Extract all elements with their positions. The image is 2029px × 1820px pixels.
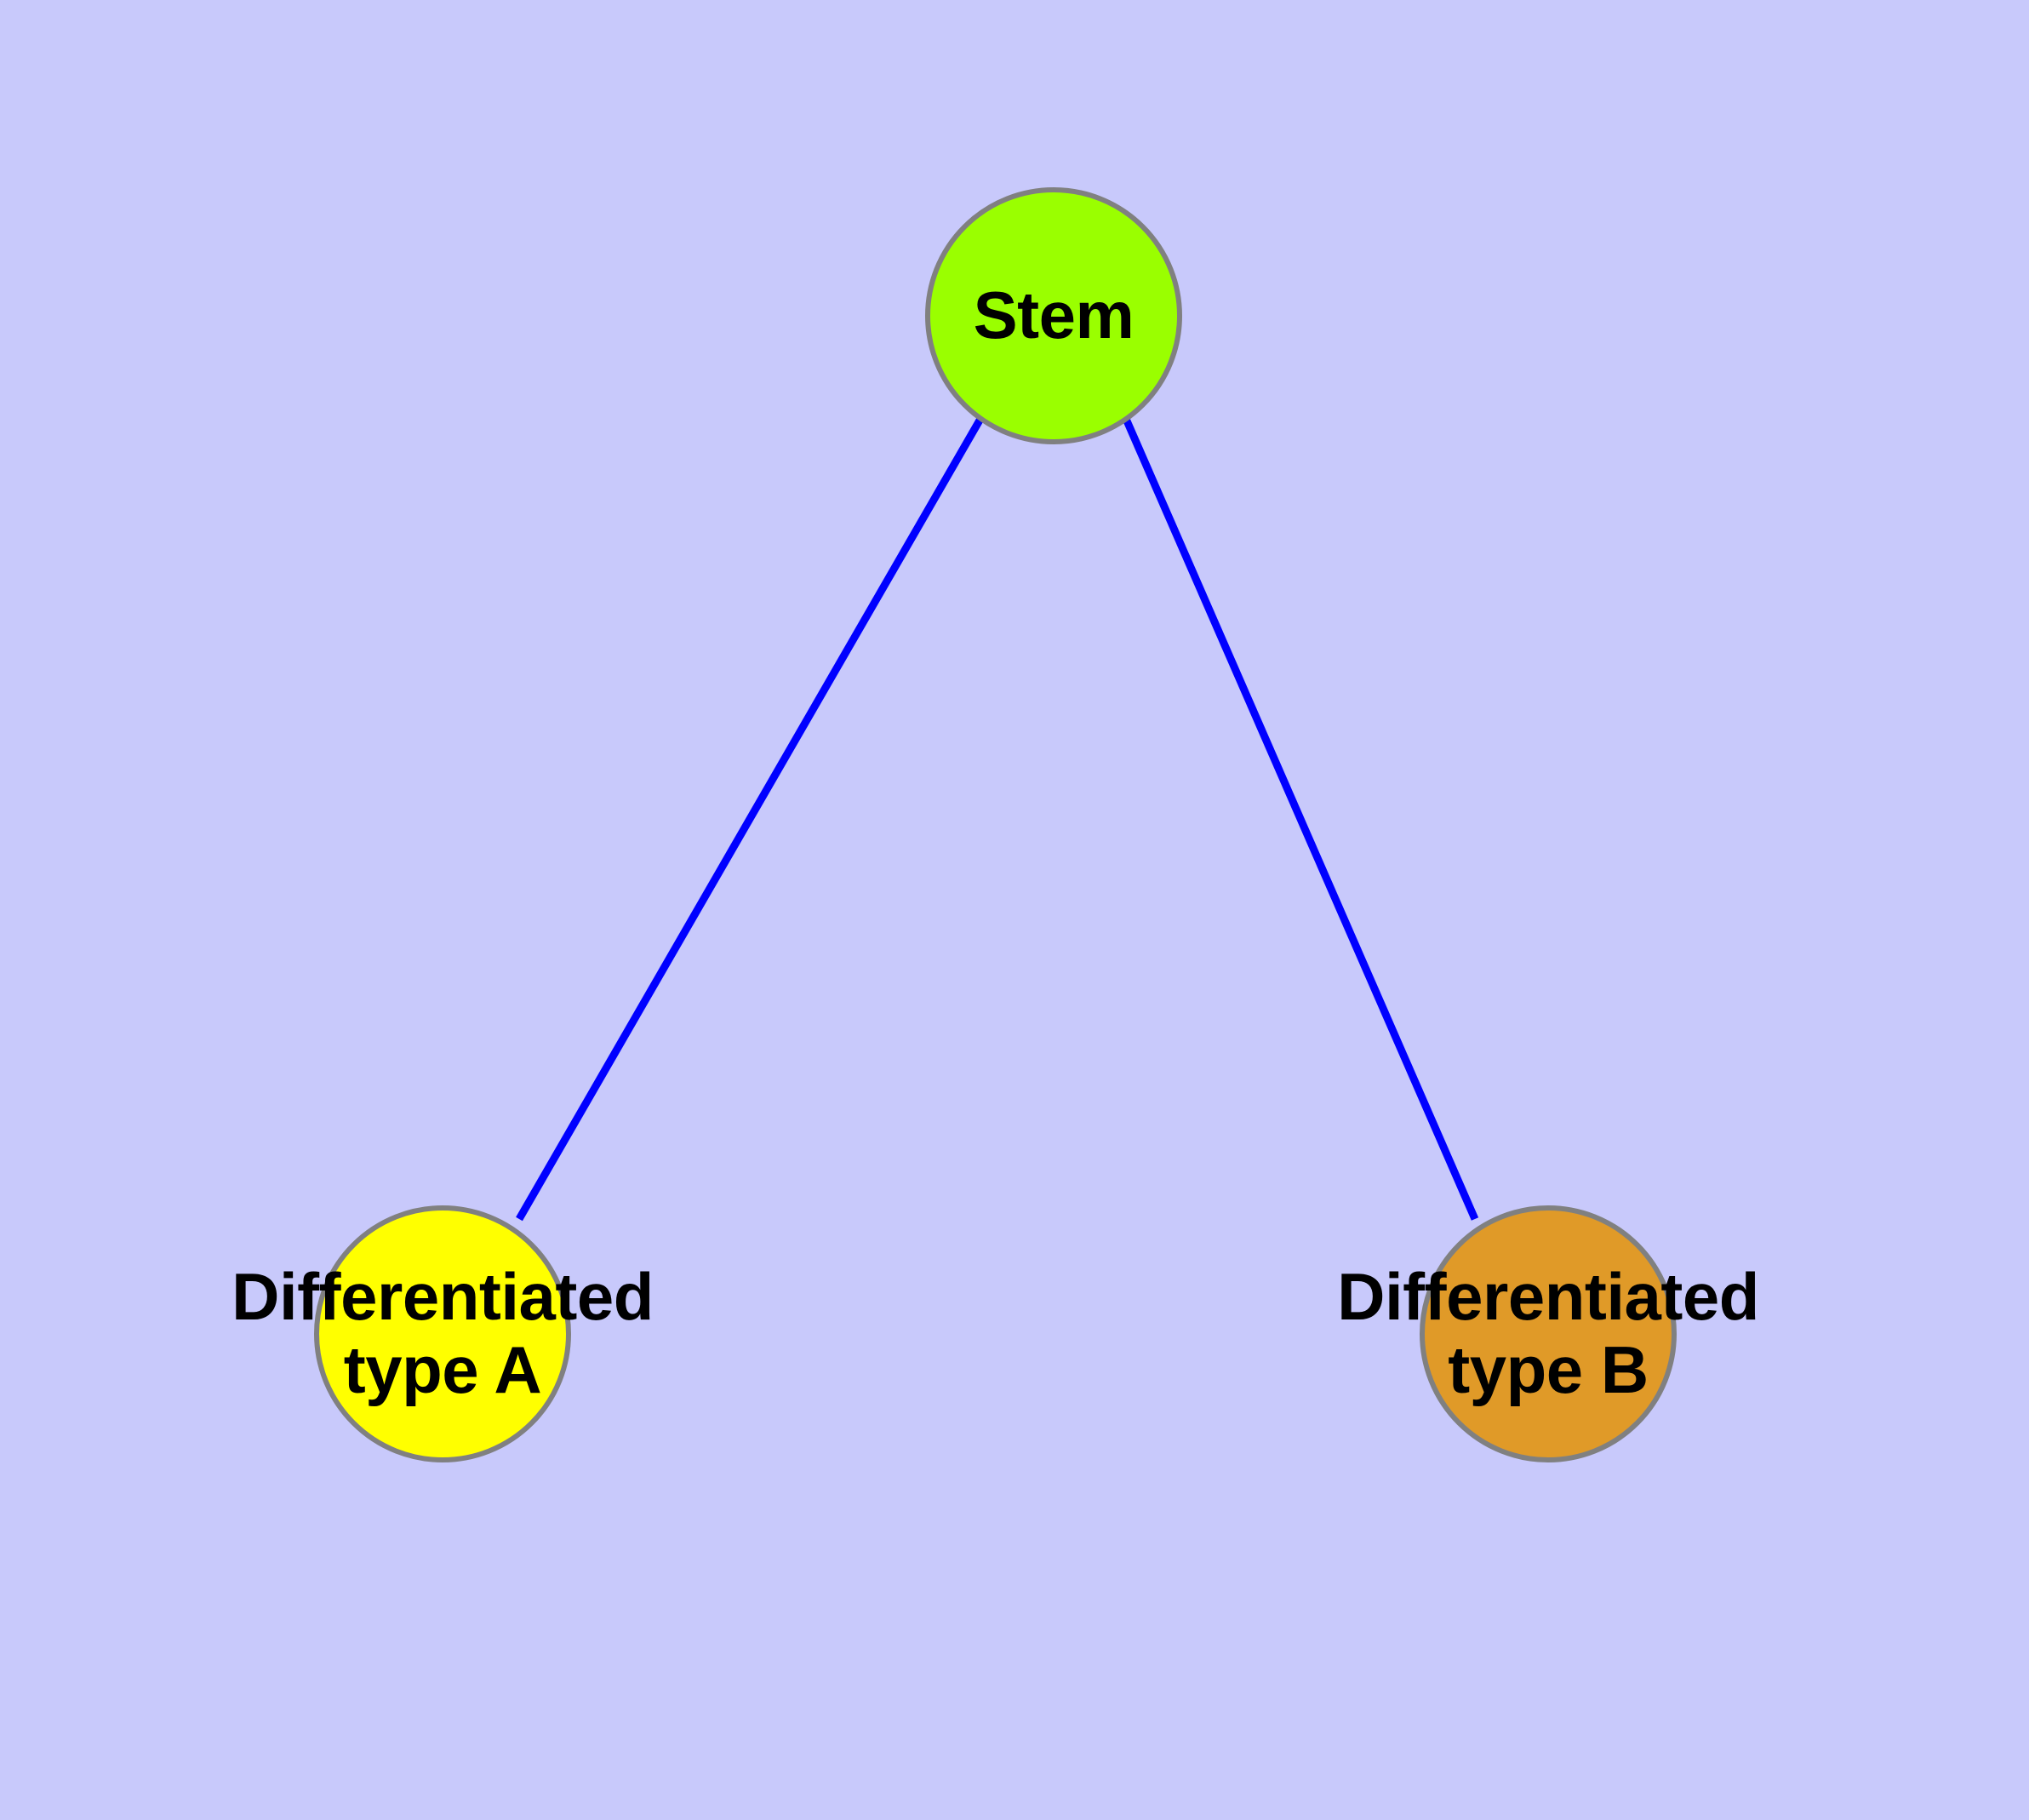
edge-stem-to-diff-a[interactable] — [516, 416, 984, 1222]
edge-layer — [516, 416, 1479, 1222]
edge-stem-to-diff-b[interactable] — [1122, 417, 1479, 1221]
node-diff-a-circle[interactable] — [314, 1205, 571, 1462]
node-layer — [314, 187, 1677, 1462]
node-diff-b-circle[interactable] — [1420, 1205, 1677, 1462]
node-stem-circle[interactable] — [925, 187, 1182, 444]
